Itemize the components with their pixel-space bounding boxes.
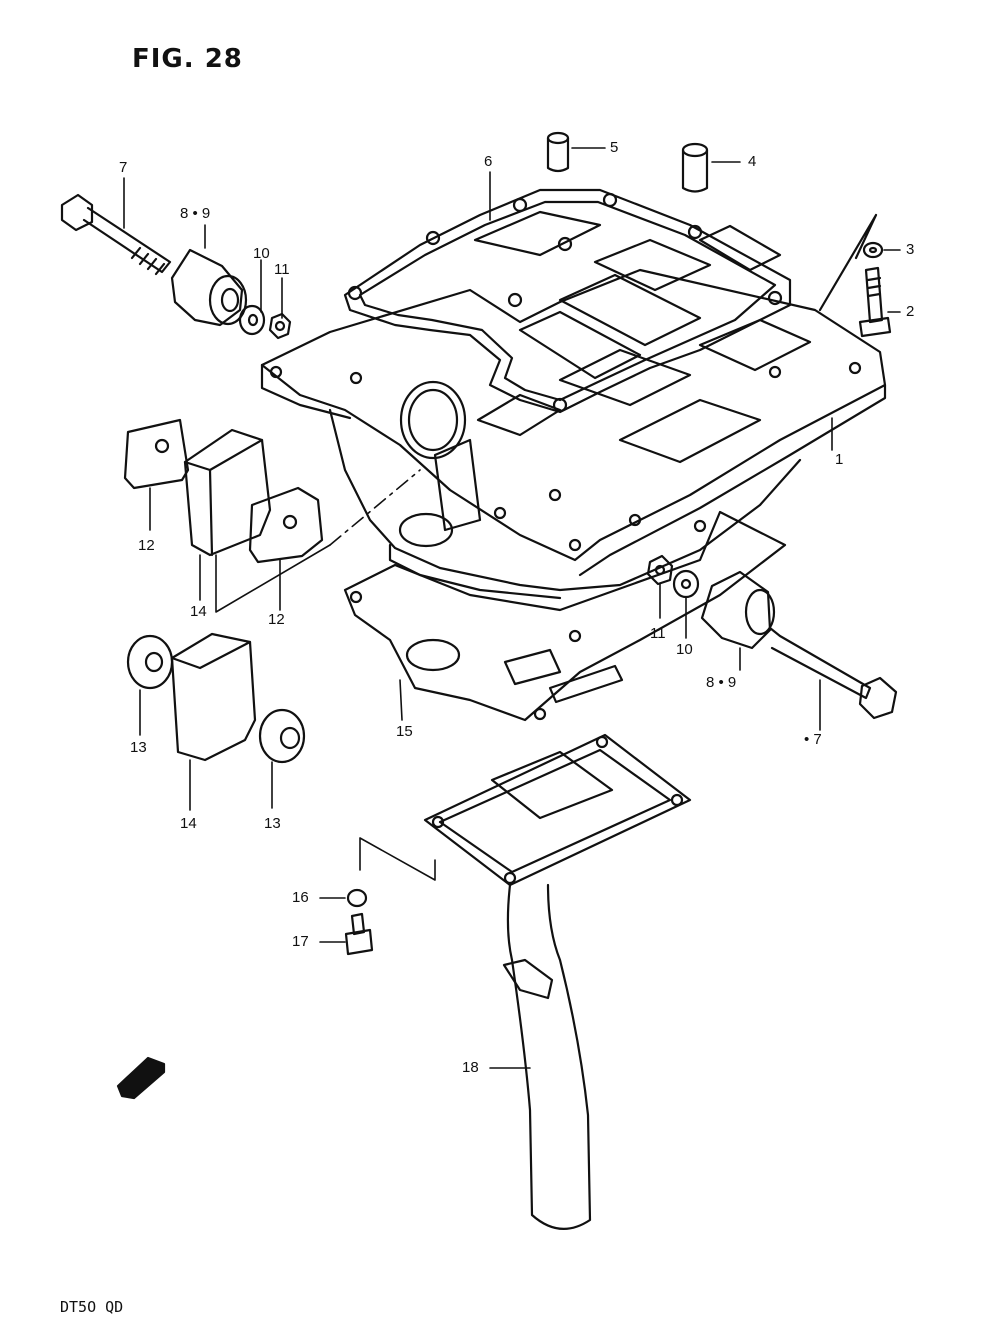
callout-12-left: 12 [138, 537, 155, 554]
mount-rubber-lower [700, 570, 776, 650]
callout-18: 18 [462, 1059, 479, 1076]
washer-3 [862, 241, 884, 259]
callout-4: 4 [748, 153, 757, 170]
upper-gasket [343, 188, 792, 414]
washer-13-left [126, 634, 174, 690]
bolt-7-upper [60, 193, 172, 276]
callout-3: 3 [906, 241, 915, 258]
washer-10-upper [238, 304, 266, 336]
stopper-plate-12-right [248, 486, 324, 564]
dowel-pin-5 [546, 131, 570, 173]
callout-11-right: 11 [650, 625, 666, 642]
callout-12-right: 12 [268, 611, 285, 628]
callout-7-top: 7 [119, 159, 128, 176]
callout-10-right: 10 [676, 641, 693, 658]
leader-lines [123, 147, 901, 1069]
callout-7-right: • 7 [804, 731, 822, 748]
callout-14-top: 14 [190, 603, 207, 620]
bolt-7-lower [768, 626, 898, 720]
callout-6: 6 [484, 153, 493, 170]
washer-16 [346, 888, 368, 908]
rubber-block-14-lower [170, 632, 257, 762]
callout-13-left: 13 [130, 739, 147, 756]
callout-5: 5 [610, 139, 619, 156]
callout-15: 15 [396, 723, 413, 740]
callout-11-top: 11 [274, 261, 290, 278]
mount-rubber-upper [170, 248, 248, 327]
callout-1: 1 [835, 451, 844, 468]
callout-16: 16 [292, 889, 309, 906]
callout-8-9-right: 8 • 9 [706, 674, 737, 691]
callout-10-top: 10 [253, 245, 270, 262]
callout-13-right: 13 [264, 815, 281, 832]
bolt-2 [858, 266, 892, 338]
washer-13-right [258, 708, 306, 764]
lower-gasket [343, 510, 787, 722]
nut-11-upper [268, 312, 292, 340]
callout-8-9-top: 8 • 9 [180, 205, 211, 222]
forward-arrow-icon [116, 1056, 166, 1100]
washer-10-lower [672, 569, 700, 599]
nut-11-lower [646, 554, 674, 586]
group-leader-2-3 [818, 213, 878, 312]
screw-17 [344, 912, 374, 956]
callout-14-bottom: 14 [180, 815, 197, 832]
callout-2: 2 [906, 303, 915, 320]
model-code: DT5O QD [60, 1298, 124, 1316]
figure-title: FIG. 28 [132, 44, 243, 74]
callout-17: 17 [292, 933, 309, 950]
rubber-block-14-upper [183, 428, 272, 557]
dowel-pin-4 [681, 142, 709, 193]
exhaust-tube [423, 733, 692, 1230]
stopper-plate-12-left [123, 418, 190, 490]
